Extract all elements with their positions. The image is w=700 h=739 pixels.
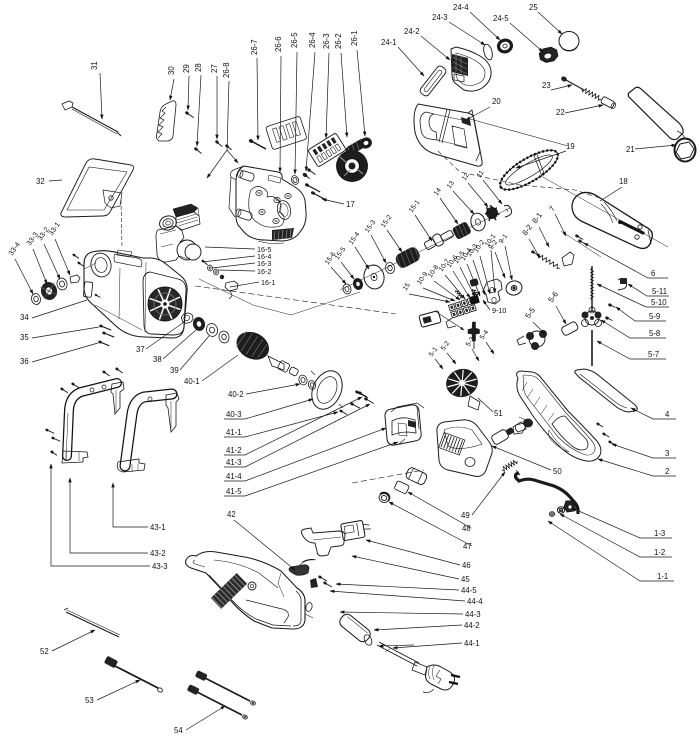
svg-text:37: 37 xyxy=(136,345,145,354)
svg-text:26-2: 26-2 xyxy=(334,33,343,49)
svg-text:39: 39 xyxy=(170,366,179,375)
svg-text:11: 11 xyxy=(476,169,486,179)
svg-text:16-5: 16-5 xyxy=(257,245,271,254)
svg-text:54: 54 xyxy=(174,726,183,735)
svg-text:5-4: 5-4 xyxy=(479,329,490,341)
svg-text:44-2: 44-2 xyxy=(464,621,480,630)
svg-text:36: 36 xyxy=(20,357,29,366)
svg-text:44-3: 44-3 xyxy=(465,610,481,619)
svg-text:24-4: 24-4 xyxy=(453,3,469,12)
svg-text:16-4: 16-4 xyxy=(257,252,271,261)
svg-text:9-1: 9-1 xyxy=(498,233,509,245)
svg-text:42: 42 xyxy=(227,510,236,519)
svg-text:9-2: 9-2 xyxy=(488,239,499,251)
svg-text:26-8: 26-8 xyxy=(222,62,231,78)
svg-text:13: 13 xyxy=(446,180,456,190)
svg-text:44-4: 44-4 xyxy=(467,597,483,606)
svg-text:26-4: 26-4 xyxy=(308,32,317,48)
svg-text:2: 2 xyxy=(665,467,669,476)
svg-text:1-3: 1-3 xyxy=(654,529,665,538)
svg-text:5-3: 5-3 xyxy=(465,336,476,348)
svg-text:45: 45 xyxy=(461,575,470,584)
svg-text:5-2: 5-2 xyxy=(440,340,451,352)
svg-text:6: 6 xyxy=(651,269,655,278)
svg-text:30: 30 xyxy=(167,66,176,75)
svg-text:49: 49 xyxy=(461,511,470,520)
svg-text:38: 38 xyxy=(153,355,162,364)
svg-text:32: 32 xyxy=(36,177,45,186)
svg-text:23: 23 xyxy=(542,81,551,90)
svg-text:15: 15 xyxy=(402,282,412,292)
svg-text:25: 25 xyxy=(529,3,538,12)
svg-text:3: 3 xyxy=(665,449,669,458)
svg-text:4: 4 xyxy=(665,410,670,419)
svg-text:44-1: 44-1 xyxy=(464,639,480,648)
svg-text:24-2: 24-2 xyxy=(404,27,420,36)
svg-text:27: 27 xyxy=(210,64,219,73)
svg-text:43-2: 43-2 xyxy=(150,549,166,558)
svg-text:5-1: 5-1 xyxy=(428,346,439,358)
svg-text:41-5: 41-5 xyxy=(226,487,242,496)
svg-text:5-8: 5-8 xyxy=(649,329,660,338)
svg-text:50: 50 xyxy=(553,467,562,476)
svg-text:19: 19 xyxy=(566,142,575,151)
svg-text:43-1: 43-1 xyxy=(150,523,166,532)
svg-text:35: 35 xyxy=(20,333,29,342)
svg-text:24-5: 24-5 xyxy=(493,14,509,23)
svg-text:44-5: 44-5 xyxy=(461,586,477,595)
svg-text:47: 47 xyxy=(463,542,472,551)
svg-text:52: 52 xyxy=(40,647,49,656)
svg-text:40-3: 40-3 xyxy=(226,410,242,419)
svg-text:22: 22 xyxy=(556,108,565,117)
svg-text:14: 14 xyxy=(433,187,443,197)
svg-text:41-4: 41-4 xyxy=(226,472,242,481)
svg-text:7: 7 xyxy=(547,204,557,213)
svg-text:29: 29 xyxy=(182,64,191,73)
svg-text:16-3: 16-3 xyxy=(257,259,271,268)
svg-text:1-1: 1-1 xyxy=(657,572,668,581)
svg-text:26-7: 26-7 xyxy=(250,39,259,55)
svg-text:28: 28 xyxy=(194,63,203,72)
svg-text:16-2: 16-2 xyxy=(257,267,271,276)
svg-text:26-1: 26-1 xyxy=(350,30,359,46)
svg-text:9-10: 9-10 xyxy=(492,306,506,315)
svg-text:16-1: 16-1 xyxy=(261,278,275,287)
svg-text:26-6: 26-6 xyxy=(274,36,283,52)
svg-text:51: 51 xyxy=(494,409,503,418)
svg-text:46: 46 xyxy=(462,561,471,570)
svg-text:26-3: 26-3 xyxy=(322,33,331,49)
svg-text:41-1: 41-1 xyxy=(226,428,242,437)
svg-text:17: 17 xyxy=(346,200,355,209)
svg-text:24-3: 24-3 xyxy=(432,13,448,22)
svg-text:40-1: 40-1 xyxy=(184,377,200,386)
svg-text:31: 31 xyxy=(90,61,99,70)
svg-text:24-1: 24-1 xyxy=(381,38,397,47)
svg-text:5-9: 5-9 xyxy=(649,312,660,321)
svg-text:21: 21 xyxy=(626,145,635,154)
svg-text:5-11: 5-11 xyxy=(652,287,667,296)
svg-text:41-2: 41-2 xyxy=(226,446,242,455)
svg-text:41-3: 41-3 xyxy=(226,458,242,467)
svg-text:34: 34 xyxy=(20,313,29,322)
svg-text:5-10: 5-10 xyxy=(651,298,667,307)
svg-text:53: 53 xyxy=(85,696,94,705)
svg-text:12: 12 xyxy=(461,172,471,182)
svg-text:20: 20 xyxy=(492,97,501,106)
svg-text:1-2: 1-2 xyxy=(654,548,665,557)
svg-text:43-3: 43-3 xyxy=(152,562,168,571)
svg-text:48: 48 xyxy=(462,524,471,533)
svg-text:5-7: 5-7 xyxy=(648,350,659,359)
svg-text:26-5: 26-5 xyxy=(290,32,299,48)
svg-text:40-2: 40-2 xyxy=(228,390,244,399)
svg-text:18: 18 xyxy=(619,177,628,186)
